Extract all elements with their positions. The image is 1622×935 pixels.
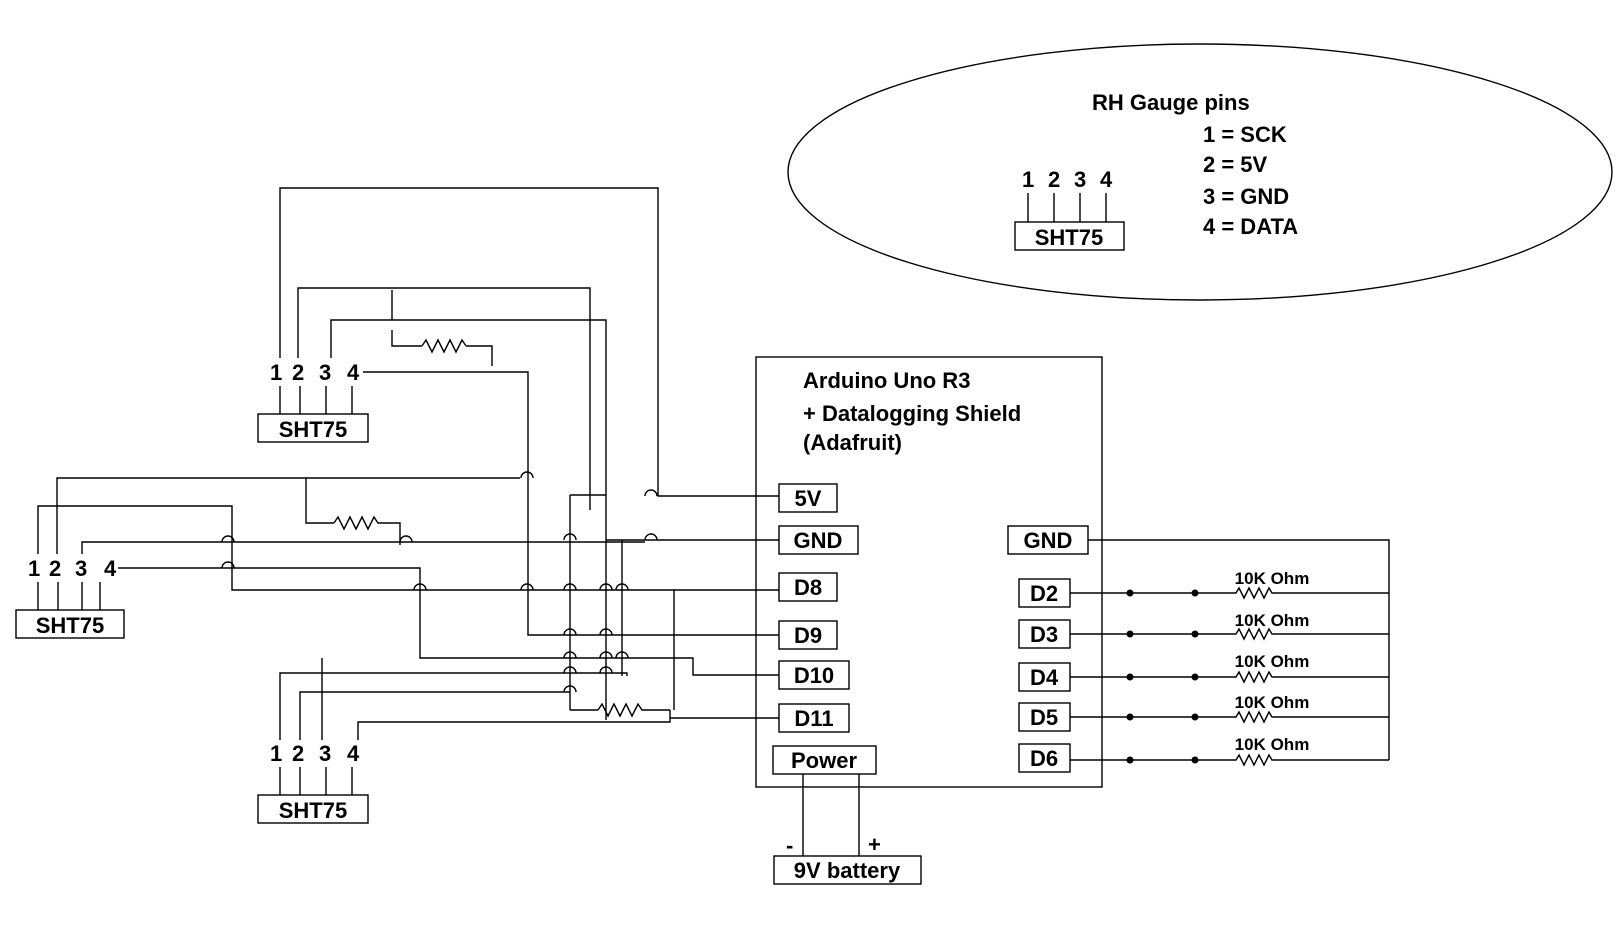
arduino-board: Arduino Uno R3 + Datalogging Shield (Ada… — [755, 356, 1103, 788]
sensor-left-pin-4: 4 — [104, 556, 117, 581]
battery-plus: + — [868, 832, 881, 857]
junction-dot — [1191, 713, 1199, 721]
legend-pin-number-3: 3 — [1074, 167, 1086, 192]
pin-box-d5 — [1018, 702, 1071, 732]
legend-pin-number-2: 2 — [1048, 167, 1060, 192]
pullup-resistors — [333, 338, 648, 718]
pin-box-d3 — [1018, 619, 1071, 649]
pin-label-5v: 5V — [795, 486, 822, 511]
junction-dot — [1126, 713, 1134, 721]
pin-label-gnd-right: GND — [1024, 528, 1073, 553]
junction-dot — [1126, 756, 1134, 764]
sensor-bottom-pin-4: 4 — [347, 741, 360, 766]
junction-dot — [1191, 673, 1199, 681]
junction-dot — [1191, 756, 1199, 764]
pin-box-d4 — [1018, 662, 1071, 692]
resistor-3 — [597, 702, 648, 718]
pin-label-d2: D2 — [1030, 581, 1058, 606]
pin-label-d3: D3 — [1030, 622, 1058, 647]
pin-box-d9 — [778, 620, 838, 650]
junction-dot — [1191, 630, 1199, 638]
battery-box — [773, 855, 922, 885]
arduino-vendor: (Adafruit) — [803, 430, 902, 455]
sensor-top-box — [257, 413, 369, 443]
sensor-top-pin-4: 4 — [347, 360, 360, 385]
battery: - + 9V battery — [773, 774, 922, 885]
arduino-title: Arduino Uno R3 — [803, 368, 970, 393]
pulldown-network: 10K Ohm 10K Ohm 10K Ohm 10K Ohm 10K Ohm — [1070, 539, 1390, 767]
legend-pin-number-1: 1 — [1022, 167, 1034, 192]
junction-dot — [1191, 589, 1199, 597]
pin-box-5v — [778, 483, 838, 513]
sensor-top-pin-1: 1 — [270, 360, 282, 385]
junction-dot — [1126, 630, 1134, 638]
pin-legend: RH Gauge pins 1 = SCK 2 = 5V 3 = GND 4 =… — [787, 43, 1613, 301]
resistor-label-d2: 10K Ohm — [1235, 569, 1310, 588]
legend-ellipse — [787, 43, 1613, 301]
wire-hops — [221, 471, 658, 693]
pin-label-d11: D11 — [794, 706, 833, 731]
pin-label-d8: D8 — [794, 575, 822, 600]
resistor-label-d3: 10K Ohm — [1235, 611, 1310, 630]
resistor-2 — [333, 515, 382, 531]
pin-box-d6 — [1018, 743, 1071, 773]
pin-box-gnd-left — [778, 525, 859, 555]
pin-label-d4: D4 — [1030, 665, 1059, 690]
sensor-left-box — [15, 609, 125, 639]
resistor-label-d5: 10K Ohm — [1235, 693, 1310, 712]
legend-sensor-box — [1014, 221, 1125, 251]
sensor-left-pin-1: 1 — [28, 556, 40, 581]
sensor-left: 1 2 3 4 SHT75 — [15, 556, 125, 639]
battery-label: 9V battery — [794, 858, 901, 883]
pin-label-d5: D5 — [1030, 705, 1058, 730]
sensor-left-pin-3: 3 — [75, 556, 87, 581]
sensor-bottom: 1 2 3 4 SHT75 — [257, 741, 369, 824]
junction-dot — [1126, 589, 1134, 597]
sensor-left-pin-2: 2 — [49, 556, 61, 581]
sensor-top-pin-3: 3 — [319, 360, 331, 385]
resistor-label-d6: 10K Ohm — [1235, 735, 1310, 754]
pin-box-d2 — [1018, 578, 1071, 608]
sensor-bottom-pin-2: 2 — [292, 741, 304, 766]
wires — [37, 187, 779, 740]
legend-pin-4: 4 = DATA — [1203, 214, 1298, 239]
pin-box-power — [772, 745, 877, 775]
pin-label-power: Power — [791, 748, 857, 773]
sensor-bottom-pin-1: 1 — [270, 741, 282, 766]
legend-pin-2: 2 = 5V — [1203, 152, 1268, 177]
legend-title: RH Gauge pins — [1092, 90, 1250, 115]
sensor-bottom-label: SHT75 — [279, 798, 347, 823]
sensor-top-label: SHT75 — [279, 417, 347, 442]
pin-box-d10 — [778, 660, 850, 690]
pin-label-d6: D6 — [1030, 746, 1058, 771]
sensor-bottom-box — [257, 794, 369, 824]
resistor-1 — [421, 338, 467, 354]
legend-pin-1: 1 = SCK — [1203, 122, 1287, 147]
arduino-outline — [755, 356, 1103, 788]
pin-label-d9: D9 — [794, 623, 822, 648]
battery-minus: - — [786, 833, 793, 858]
junction-dot — [1126, 673, 1134, 681]
arduino-subtitle: + Datalogging Shield — [803, 401, 1021, 426]
pin-label-gnd-left: GND — [794, 528, 843, 553]
pin-box-d11 — [778, 703, 850, 733]
legend-pin-number-4: 4 — [1100, 167, 1113, 192]
legend-sensor-label: SHT75 — [1035, 225, 1103, 250]
pin-box-d8 — [778, 572, 838, 602]
legend-pin-3: 3 = GND — [1203, 184, 1289, 209]
sensor-top: 1 2 3 4 SHT75 — [257, 360, 369, 443]
sensor-top-pin-2: 2 — [292, 360, 304, 385]
pin-label-d10: D10 — [794, 663, 834, 688]
sensor-left-label: SHT75 — [36, 613, 104, 638]
resistor-label-d4: 10K Ohm — [1235, 652, 1310, 671]
sensor-bottom-pin-3: 3 — [319, 741, 331, 766]
